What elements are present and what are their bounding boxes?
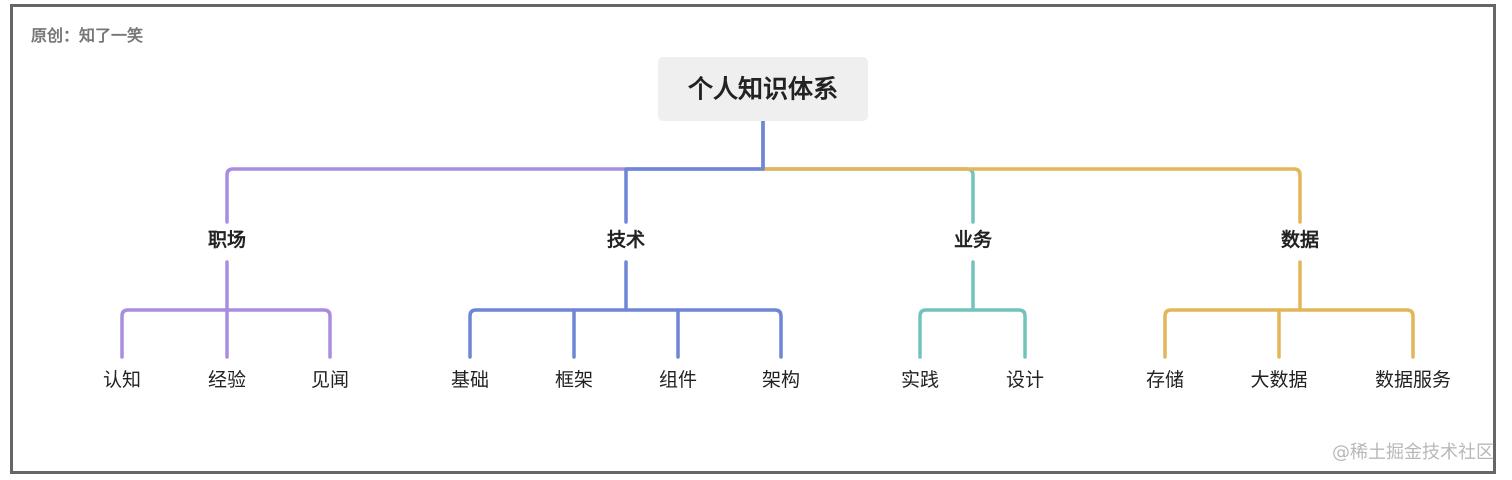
leaf-node-tech-2: 组件: [659, 369, 697, 391]
leaf-node-data-2: 数据服务: [1375, 369, 1451, 391]
root-node-label: 个人知识体系: [688, 75, 838, 104]
edge-bus-tech: [468, 308, 783, 359]
leaf-node-career-2: 见闻: [311, 369, 349, 391]
branch-node-tech: 技术: [607, 228, 645, 251]
edge-bus-data: [1163, 308, 1415, 359]
branch-node-business: 业务: [954, 228, 993, 251]
leaf-node-career-1: 经验: [208, 369, 246, 391]
watermark: @稀土掘金技术社区: [1332, 442, 1494, 463]
leaf-node-tech-0: 基础: [451, 369, 489, 391]
edge-bus-business: [918, 308, 1027, 359]
branch-node-data: 数据: [1281, 228, 1319, 251]
leaf-node-data-1: 大数据: [1250, 369, 1307, 391]
leaf-node-business-1: 设计: [1006, 369, 1044, 391]
edge-root-business: [761, 167, 975, 224]
leaf-node-tech-3: 架构: [762, 369, 800, 391]
branch-node-career: 职场: [208, 229, 246, 251]
mind-map-edges: [120, 119, 1415, 359]
root-node-box: [658, 57, 868, 121]
edge-root-data: [761, 167, 1302, 224]
leaf-node-career-0: 认知: [103, 369, 141, 391]
leaf-node-data-0: 存储: [1146, 369, 1184, 391]
leaf-node-business-0: 实践: [901, 369, 939, 391]
edge-root-career: [225, 167, 765, 224]
edge-root-tech: [624, 119, 765, 224]
author-credit: 原创：知了一笑: [31, 26, 144, 45]
leaf-node-tech-1: 框架: [555, 369, 593, 391]
